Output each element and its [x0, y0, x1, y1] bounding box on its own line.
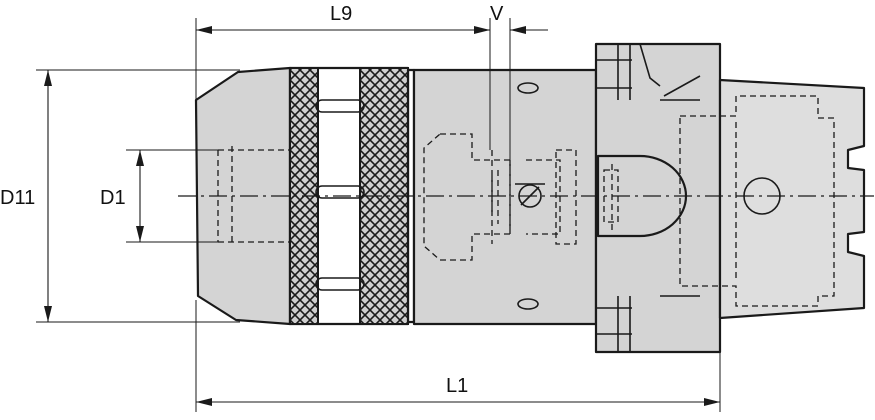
dim-v: V — [474, 3, 548, 160]
dim-d1: D1 — [100, 149, 218, 243]
nut-slot-middle — [315, 185, 365, 199]
coolant-hole-bottom — [517, 298, 539, 310]
hsk-shank — [679, 78, 866, 320]
label-l9: L9 — [330, 3, 352, 25]
label-d11: D11 — [0, 187, 35, 209]
dim-d11: D11 — [0, 69, 240, 323]
dim-l9: L9 — [195, 3, 491, 150]
chuck-body — [412, 68, 598, 326]
nut-slot-top — [315, 99, 365, 113]
drawbar-dome — [596, 154, 688, 238]
dim-l1: L1 — [195, 300, 721, 412]
label-d1: D1 — [100, 187, 126, 209]
nut-slot-bottom — [315, 277, 365, 291]
label-l1: L1 — [446, 375, 468, 397]
label-v: V — [490, 3, 504, 25]
hsk-flange — [594, 42, 722, 354]
coolant-hole-top — [517, 82, 539, 94]
